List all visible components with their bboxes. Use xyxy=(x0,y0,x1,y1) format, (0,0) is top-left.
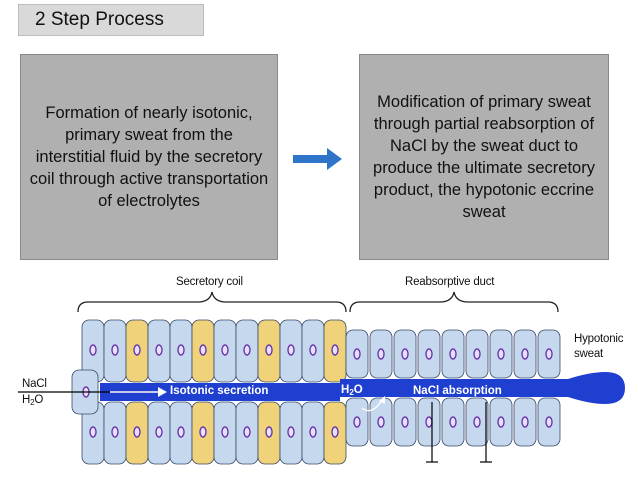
lumen-water-label: H2O xyxy=(341,384,363,397)
nucleus-bottom xyxy=(89,426,97,438)
reabsorptive-duct-label: Reabsorptive duct xyxy=(405,276,495,288)
nucleus-top xyxy=(331,344,339,356)
nucleus-bottom xyxy=(287,426,295,438)
nucleus-bottom xyxy=(473,416,481,428)
nucleus-top xyxy=(199,344,207,356)
nucleus-bottom xyxy=(221,426,229,438)
water-label: H2O xyxy=(22,394,44,407)
nucleus-top xyxy=(89,344,97,356)
right-arrow-icon xyxy=(293,148,342,170)
nucleus-top xyxy=(155,344,163,356)
nucleus-bottom xyxy=(133,426,141,438)
nucleus-bottom xyxy=(199,426,207,438)
nucleus-top xyxy=(497,348,505,360)
nucleus-top xyxy=(401,348,409,360)
nucleus-bottom xyxy=(177,426,185,438)
nacl-label: NaCl xyxy=(22,378,47,390)
nucleus-top xyxy=(449,348,457,360)
nucleus-top xyxy=(287,344,295,356)
step-2-box: Modification of primary sweat through pa… xyxy=(359,54,609,260)
step-1-text: Formation of nearly isotonic, primary sw… xyxy=(29,104,269,210)
nucleus-top xyxy=(133,344,141,356)
slide-title: 2 Step Process xyxy=(18,4,204,36)
reabsorptive-duct-brace xyxy=(349,291,559,313)
nucleus-top xyxy=(265,344,273,356)
nucleus-top xyxy=(353,348,361,360)
nacl-absorption-label: NaCl absorption xyxy=(413,385,502,397)
nucleus-bottom xyxy=(243,426,251,438)
nucleus-bottom xyxy=(377,416,385,428)
nucleus-bottom xyxy=(111,426,119,438)
lumen xyxy=(100,372,625,404)
water-curve-arrow xyxy=(361,399,383,412)
nucleus-bottom xyxy=(401,416,409,428)
nucleus-top xyxy=(243,344,251,356)
secretory-coil-label: Secretory coil xyxy=(176,276,243,288)
sweat-label: sweat xyxy=(574,348,604,360)
nucleus-top xyxy=(111,344,119,356)
nucleus-bottom xyxy=(425,416,433,428)
nucleus-bottom xyxy=(331,426,339,438)
nucleus-bottom xyxy=(353,416,361,428)
nucleus-top xyxy=(177,344,185,356)
water-arrowhead-icon xyxy=(379,396,385,404)
nucleus-bottom xyxy=(497,416,505,428)
nucleus-bottom xyxy=(545,416,553,428)
nucleus-bottom xyxy=(265,426,273,438)
hypotonic-label: Hypotonic xyxy=(574,333,624,345)
secretion-arrowhead-icon xyxy=(158,387,167,397)
nucleus-top xyxy=(473,348,481,360)
nucleus-top xyxy=(377,348,385,360)
nucleus-top xyxy=(221,344,229,356)
nucleus-bottom xyxy=(155,426,163,438)
secretory-coil-brace xyxy=(77,291,347,313)
nucleus-bottom xyxy=(521,416,529,428)
step-1-box: Formation of nearly isotonic, primary sw… xyxy=(20,54,278,260)
isotonic-secretion-label: Isotonic secretion xyxy=(170,385,269,397)
nucleus-top xyxy=(309,344,317,356)
nucleus-top xyxy=(521,348,529,360)
nucleus-top xyxy=(425,348,433,360)
nucleus-bottom xyxy=(449,416,457,428)
nucleus-bottom xyxy=(309,426,317,438)
nucleus-top xyxy=(545,348,553,360)
step-2-text: Modification of primary sweat through pa… xyxy=(373,93,595,221)
